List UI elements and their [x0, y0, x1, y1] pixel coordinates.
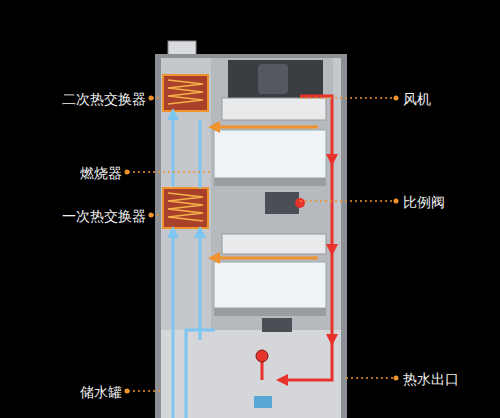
part-label-wrap: 二次热交换器	[62, 89, 146, 107]
part-label: 燃烧器	[80, 164, 122, 182]
part-label: 比例阀	[403, 193, 445, 211]
part-label: 热水出口	[403, 370, 459, 388]
part-label-wrap: 储水罐	[80, 382, 122, 400]
part-label: 储水罐	[80, 383, 122, 401]
part-label-wrap: 一次热交换器	[62, 206, 146, 224]
part-label: 二次热交换器	[62, 90, 146, 108]
part-label-wrap: 风机	[403, 89, 431, 107]
part-label-wrap: 燃烧器	[80, 163, 122, 181]
part-label-wrap: 热水出口	[403, 369, 459, 387]
part-label-wrap: 比例阀	[403, 192, 445, 210]
part-label: 一次热交换器	[62, 207, 146, 225]
part-label: 风机	[403, 90, 431, 108]
